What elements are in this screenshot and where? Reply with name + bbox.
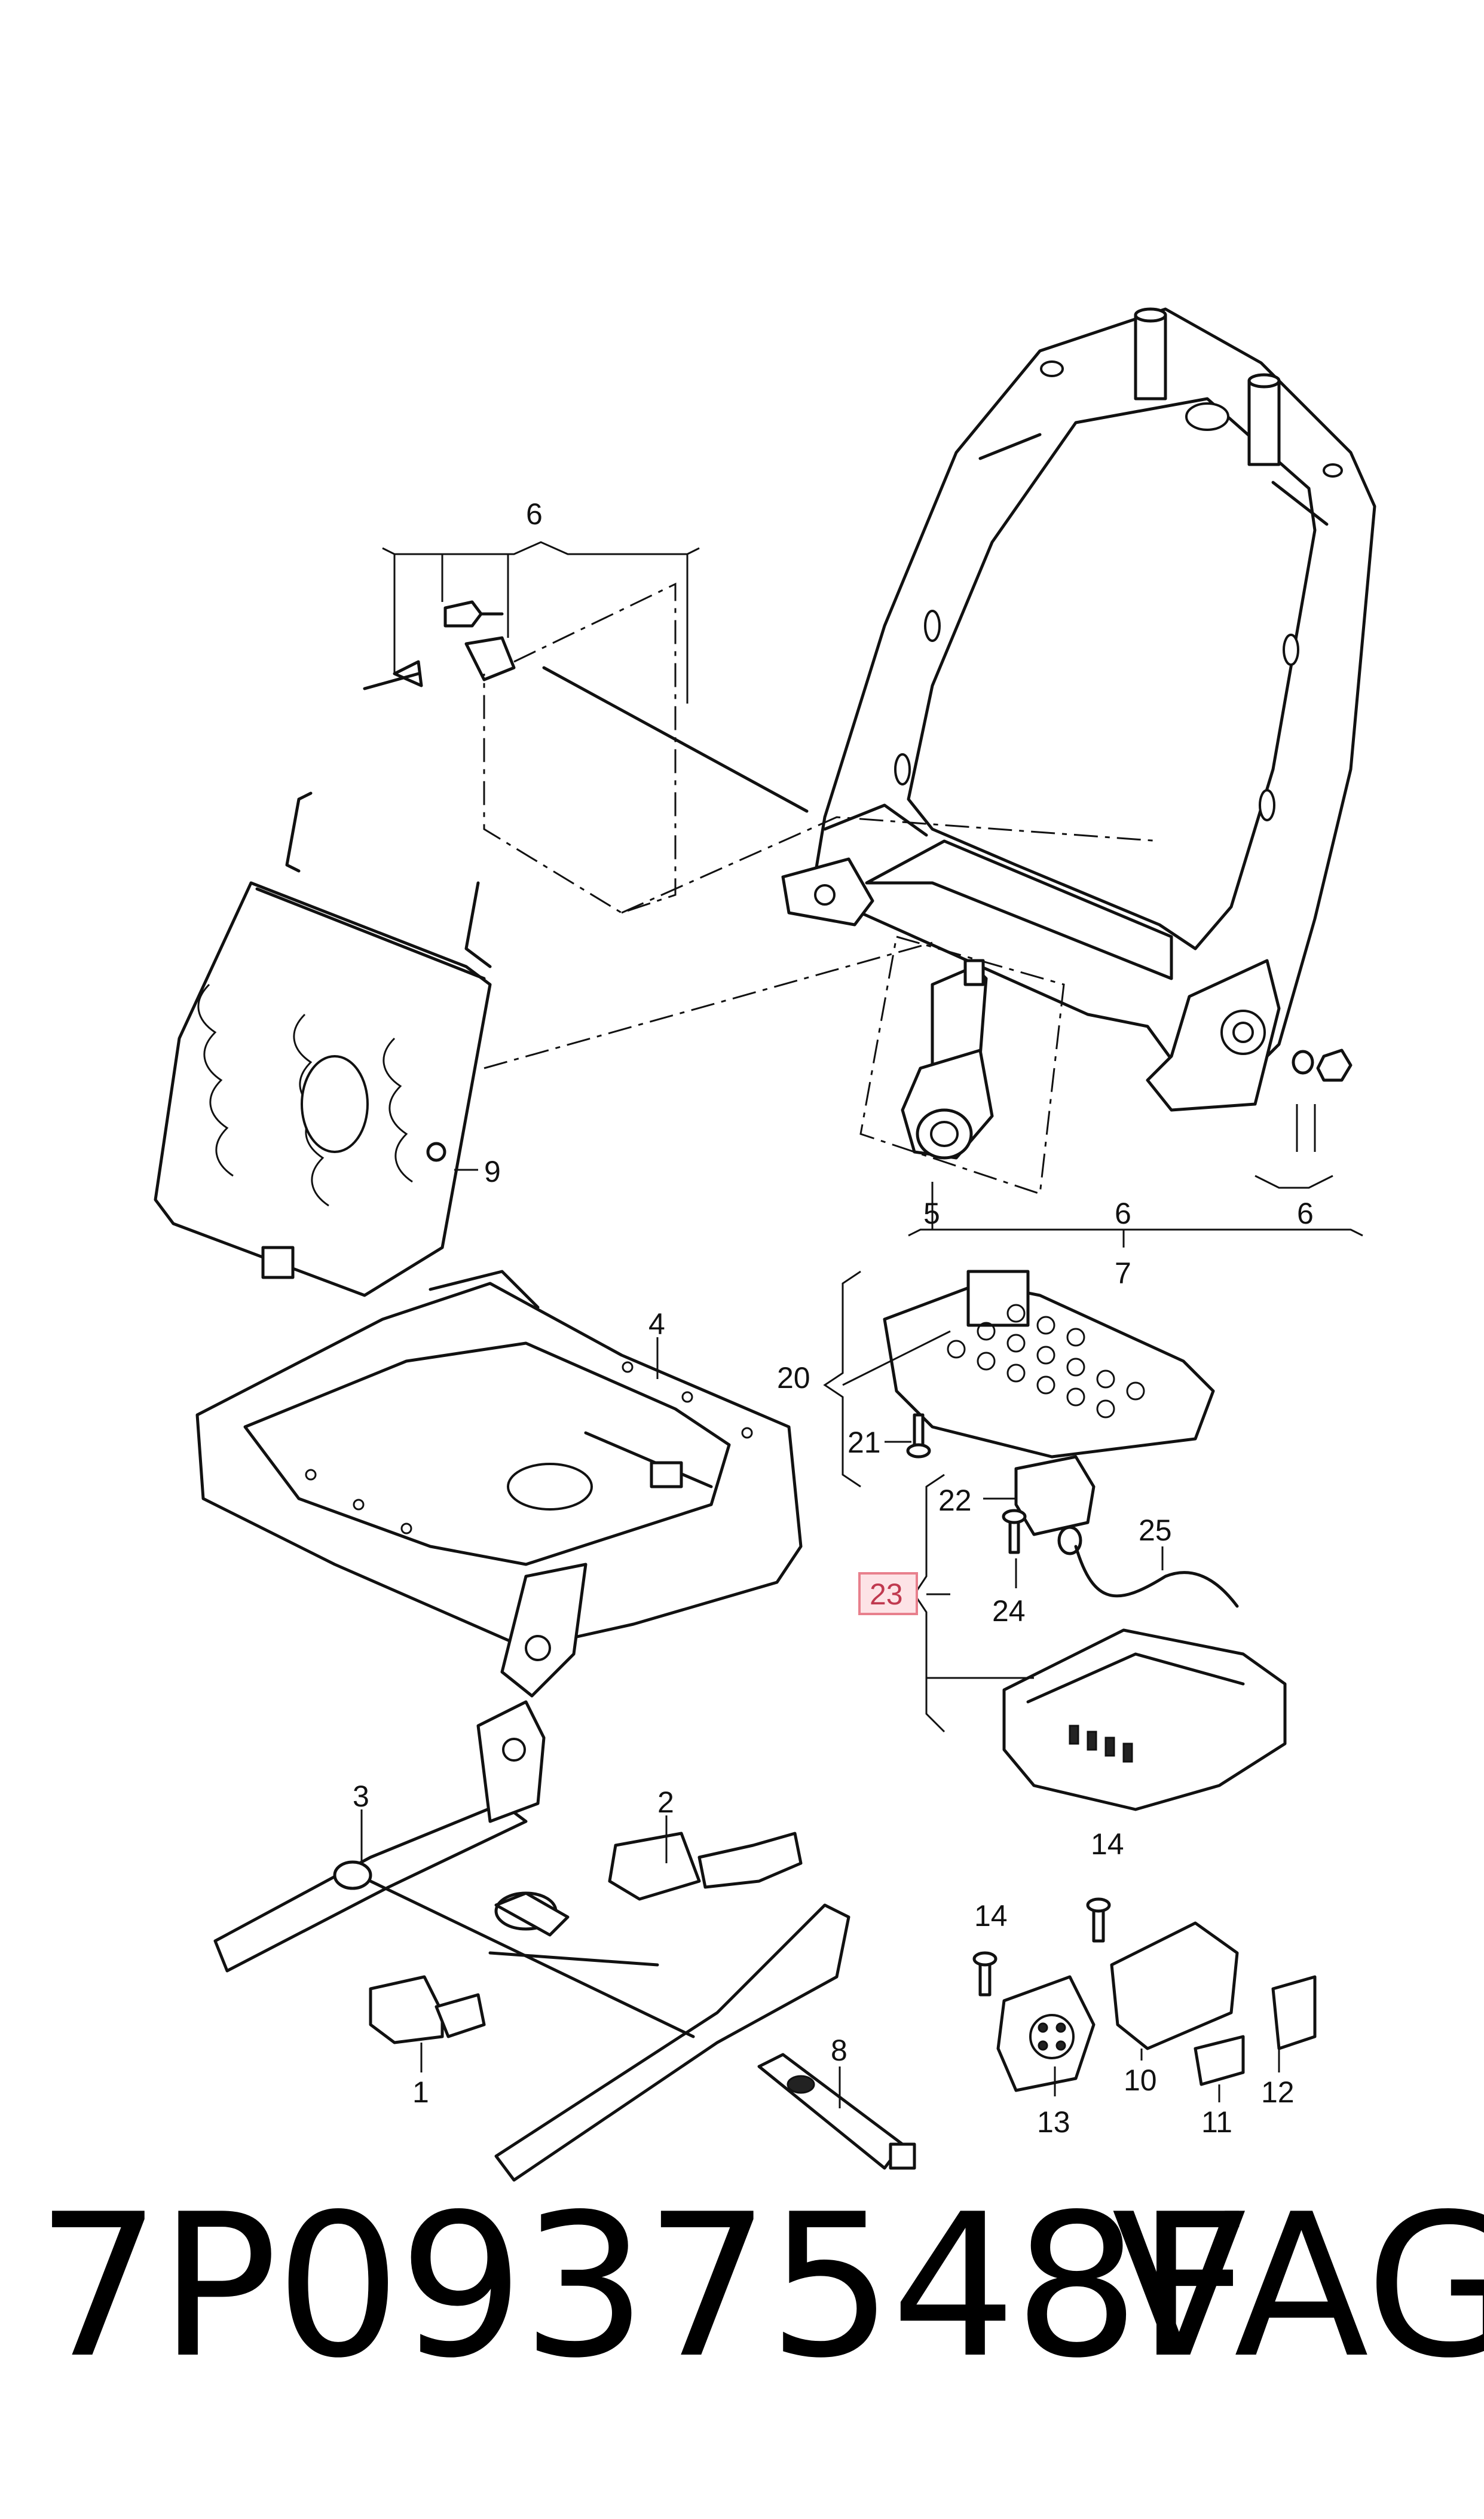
callout-21: 21 — [847, 1426, 881, 1459]
highlight-box-23 — [858, 1572, 918, 1615]
callout-20: 20 — [777, 1361, 810, 1395]
callout-7: 7 — [1115, 1257, 1131, 1290]
rod-and-fasteners — [363, 582, 1160, 914]
callout-13: 13 — [1037, 2105, 1070, 2139]
seat-rail-part-3 — [213, 1700, 850, 2182]
switch-parts-10-11-12 — [1086, 1897, 1317, 2086]
callout-14-a: 14 — [974, 1899, 1008, 1933]
callout-labels: 6 9 5 6 6 7 4 20 21 22 25 23 24 3 2 14 1… — [353, 497, 1314, 2139]
callout-3: 3 — [353, 1780, 369, 1813]
part-number-footer: 7P0937548F VAG — [0, 2188, 1484, 2439]
seat-frame-part-4 — [195, 1270, 803, 1698]
callout-1: 1 — [412, 2075, 429, 2109]
backrest-frame — [781, 307, 1376, 1112]
callout-25: 25 — [1139, 1514, 1172, 1547]
callout-2: 2 — [657, 1786, 674, 1819]
callout-9: 9 — [484, 1155, 501, 1188]
part-number: 7P0937548F — [36, 2172, 1250, 2401]
callout-6-right: 6 — [1297, 1197, 1314, 1230]
grease-tube-part-8 — [757, 2053, 916, 2170]
leader-lines — [360, 541, 1363, 2108]
callout-22: 22 — [938, 1484, 972, 1517]
callout-6-mid: 6 — [1115, 1197, 1131, 1230]
callout-4: 4 — [648, 1307, 665, 1341]
motor-part-5 — [859, 936, 1065, 1196]
callout-10: 10 — [1124, 2063, 1157, 2097]
callout-5: 5 — [923, 1197, 940, 1230]
control-module-part-20 — [823, 1270, 1287, 1811]
connector-part-13 — [972, 1951, 1096, 2092]
callout-11: 11 — [1201, 2105, 1232, 2139]
callout-24: 24 — [992, 1594, 1026, 1628]
callout-12: 12 — [1261, 2075, 1295, 2109]
lumbar-support-part-9 — [154, 791, 933, 1297]
callout-14-b: 14 — [1091, 1827, 1124, 1861]
brand-label: VAG — [1112, 2172, 1484, 2401]
callout-6-top: 6 — [526, 497, 543, 531]
callout-23: 23 — [870, 1578, 903, 1611]
callout-8: 8 — [831, 2034, 847, 2067]
